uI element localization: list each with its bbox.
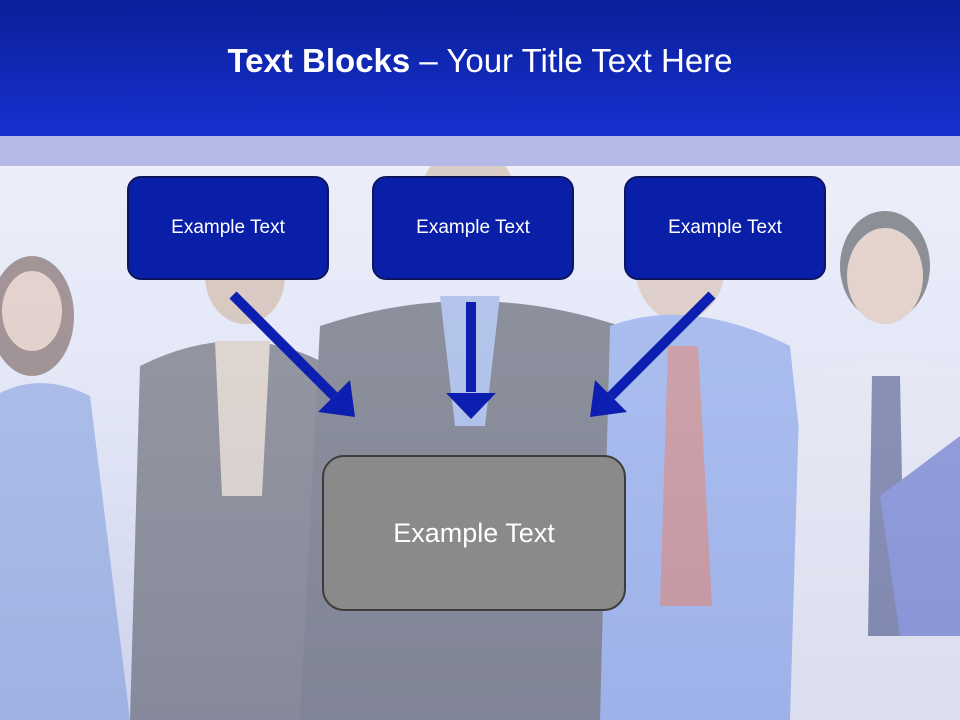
header-accent-band — [0, 136, 960, 166]
text-block-right[interactable]: Example Text — [624, 176, 826, 280]
text-block-label: Example Text — [416, 217, 530, 238]
title-bar: Text Blocks – Your Title Text Here — [0, 0, 960, 136]
text-block-label: Example Text — [668, 217, 782, 238]
slide-title: Text Blocks – Your Title Text Here — [227, 42, 732, 80]
text-block-center[interactable]: Example Text — [322, 455, 626, 611]
text-block-label: Example Text — [171, 217, 285, 238]
person-silhouette — [0, 256, 130, 720]
text-block-label: Example Text — [393, 517, 555, 548]
text-block-left[interactable]: Example Text — [127, 176, 329, 280]
text-block-middle[interactable]: Example Text — [372, 176, 574, 280]
title-bold: Text Blocks — [227, 42, 411, 79]
title-rest: – Your Title Text Here — [410, 42, 733, 79]
person-silhouette — [790, 211, 960, 720]
